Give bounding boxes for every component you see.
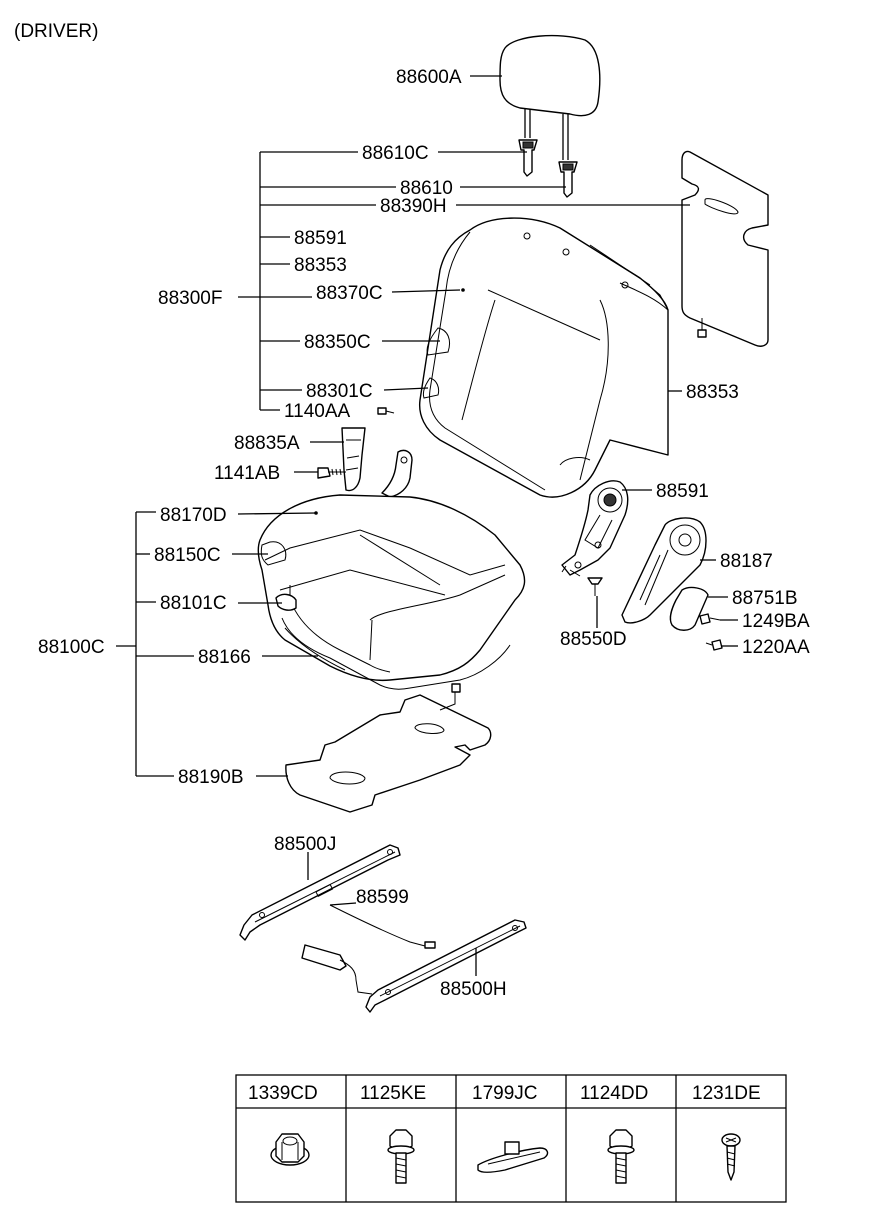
label-88170D: 88170D xyxy=(160,505,227,526)
label-88600A: 88600A xyxy=(396,67,462,88)
seat-cushion xyxy=(257,494,526,690)
label-88353-left: 88353 xyxy=(294,255,347,276)
seat-back-board xyxy=(681,150,769,347)
buckle-bolt xyxy=(317,467,346,479)
flange-bolt-icon-2 xyxy=(607,1129,635,1184)
label-88350C: 88350C xyxy=(304,332,371,353)
label-88500H: 88500H xyxy=(440,979,507,1000)
recliner-bracket-upper xyxy=(381,449,413,498)
label-88591-upper: 88591 xyxy=(294,228,347,249)
label-88610C: 88610C xyxy=(362,143,429,164)
label-1220AA: 1220AA xyxy=(742,637,810,658)
flange-bolt-icon xyxy=(387,1129,415,1184)
seat-belt-buckle xyxy=(341,427,366,492)
headrest-guide-locking xyxy=(518,139,538,177)
cushion-pad xyxy=(285,683,492,813)
label-1249BA: 1249BA xyxy=(742,611,810,632)
seat-rail-outer xyxy=(365,919,527,1013)
recliner-bolt xyxy=(587,577,603,596)
label-88370C: 88370C xyxy=(316,283,383,304)
recliner-cover xyxy=(621,517,707,624)
slide-wire xyxy=(329,904,436,949)
label-88550D: 88550D xyxy=(560,629,627,650)
headrest xyxy=(499,34,601,160)
label-88301C: 88301C xyxy=(306,381,373,402)
fastener-table: 1339CD 1125KE 1799JC 1124DD 1231DE xyxy=(235,1074,787,1203)
label-88100C: 88100C xyxy=(38,637,105,658)
label-88591-recliner: 88591 xyxy=(656,481,709,502)
label-88300F: 88300F xyxy=(158,288,222,309)
table-header-1231DE: 1231DE xyxy=(692,1083,761,1104)
label-88500J: 88500J xyxy=(274,834,336,855)
table-header-1339CD: 1339CD xyxy=(248,1083,318,1104)
label-88751B: 88751B xyxy=(732,588,798,609)
headrest-guide xyxy=(558,161,578,198)
tapping-screw-icon xyxy=(721,1133,741,1181)
recliner-mechanism xyxy=(561,480,629,577)
seat-slide-lever xyxy=(301,944,373,995)
label-88835A: 88835A xyxy=(234,433,300,454)
label-88150C: 88150C xyxy=(154,545,221,566)
table-header-1799JC: 1799JC xyxy=(472,1083,538,1104)
screw-small-1140AA xyxy=(377,407,395,415)
cable-tie-icon xyxy=(477,1141,549,1173)
screw-1220AA xyxy=(705,639,723,651)
label-1141AB: 1141AB xyxy=(214,463,280,484)
label-88166: 88166 xyxy=(198,647,251,668)
label-88101C: 88101C xyxy=(160,593,227,614)
seat-back xyxy=(418,217,669,498)
recliner-knob xyxy=(669,586,709,631)
label-88353-right: 88353 xyxy=(686,382,739,403)
flange-nut-icon xyxy=(270,1133,310,1166)
seat-rail-inner xyxy=(239,844,401,941)
diagram-title: (DRIVER) xyxy=(14,21,98,42)
label-88187: 88187 xyxy=(720,551,773,572)
label-88390H: 88390H xyxy=(380,196,447,217)
table-header-1125KE: 1125KE xyxy=(360,1083,426,1104)
label-88599: 88599 xyxy=(356,887,409,908)
screw-1249BA xyxy=(699,613,721,625)
leader-lines xyxy=(116,75,738,976)
label-88190B: 88190B xyxy=(178,767,244,788)
table-header-1124DD: 1124DD xyxy=(580,1083,648,1104)
part-labels: 88600A 88610C 88610 88390H 88591 88353 8… xyxy=(38,67,810,1000)
label-1140AA: 1140AA xyxy=(284,401,351,422)
label-88610: 88610 xyxy=(400,178,453,199)
